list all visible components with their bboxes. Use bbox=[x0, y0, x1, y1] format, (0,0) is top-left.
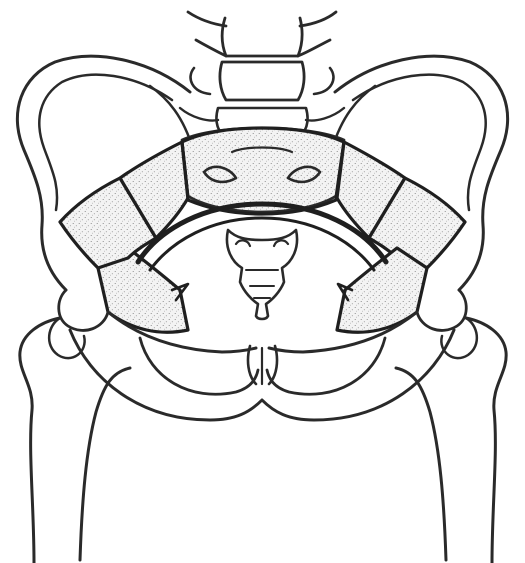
coccyx bbox=[227, 230, 297, 319]
lumbar-vertebrae bbox=[180, 12, 344, 138]
pubic-rami bbox=[70, 312, 454, 420]
right-femur bbox=[396, 318, 506, 563]
left-femur bbox=[20, 318, 130, 563]
sacrum bbox=[182, 128, 344, 212]
